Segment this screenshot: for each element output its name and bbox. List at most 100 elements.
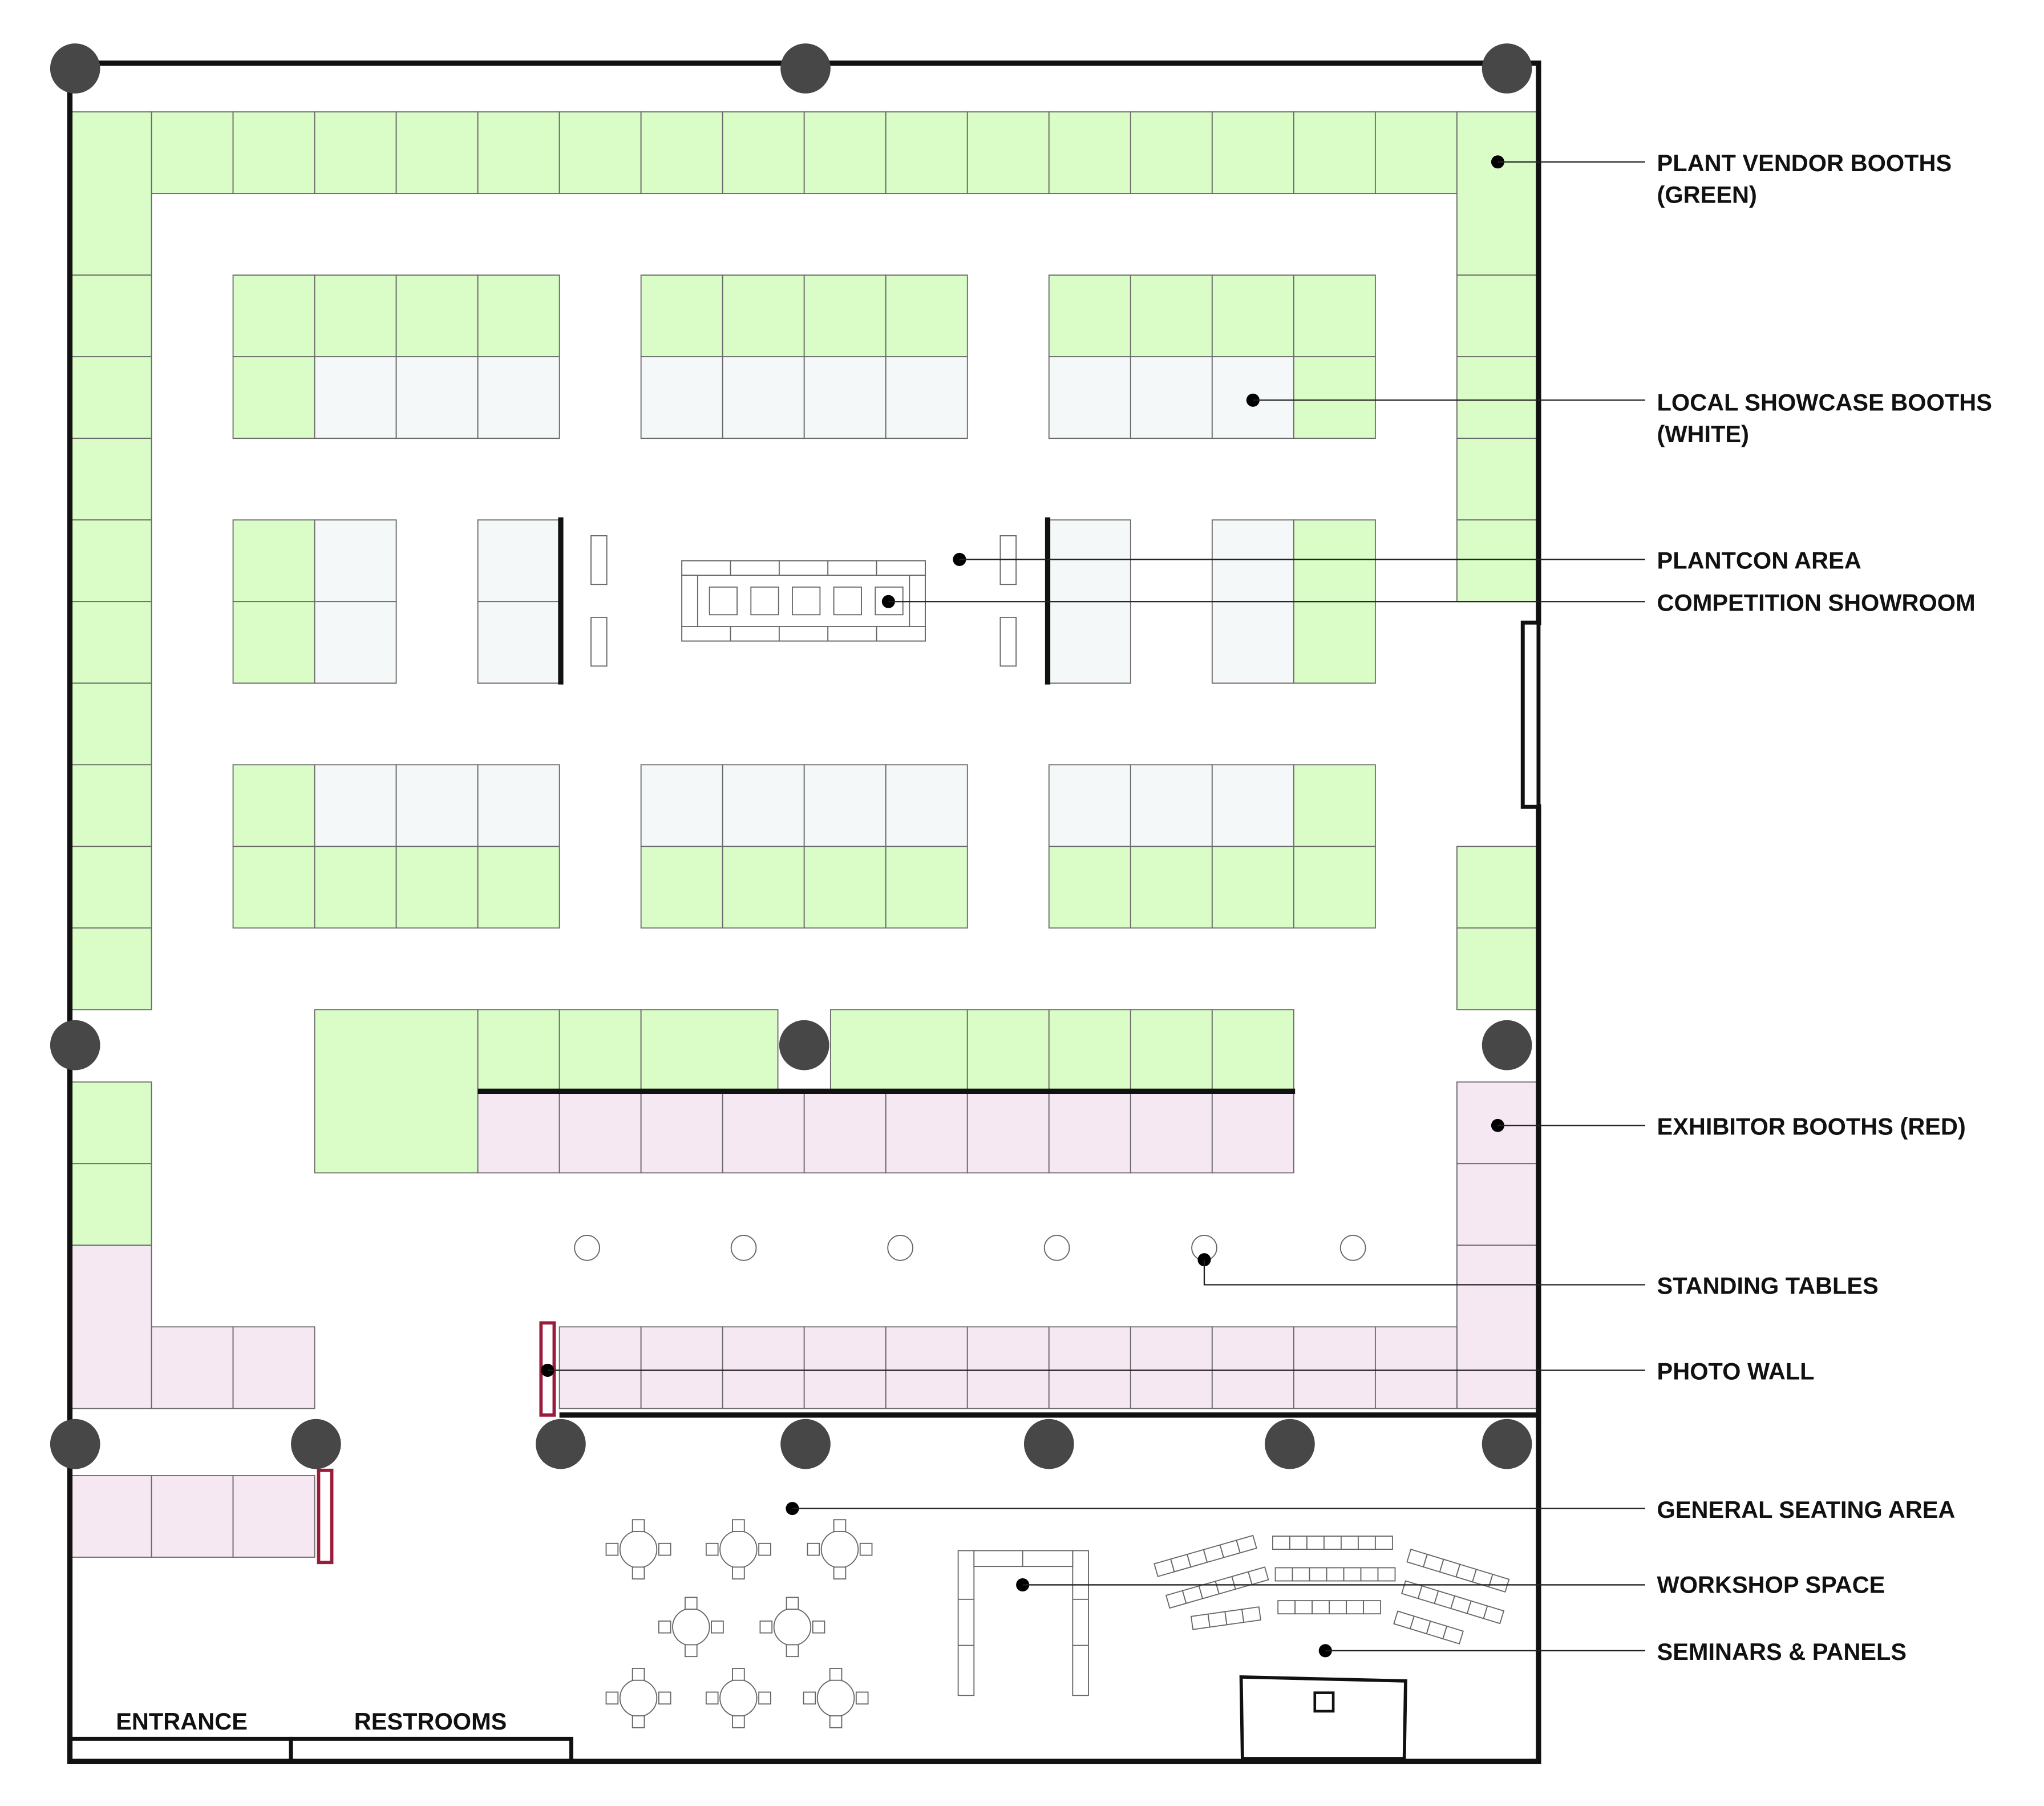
local-showcase-booth [477, 764, 560, 847]
cafe-table [672, 1608, 710, 1646]
chair [859, 1542, 873, 1556]
restrooms-label: RESTROOMS [354, 1708, 507, 1735]
plant-vendor-booth [1456, 846, 1539, 929]
seat [1360, 1567, 1379, 1582]
local-showcase-booth [314, 601, 397, 684]
plant-vendor-booth [1293, 519, 1376, 603]
exhibitor-booth [640, 1369, 723, 1409]
seat [1292, 1567, 1310, 1582]
local-showcase-booth [803, 764, 887, 847]
plant-vendor-booth [1293, 356, 1376, 439]
stage [1239, 1675, 1407, 1760]
plant-vendor-booth [232, 519, 315, 603]
leader-layer [541, 155, 1645, 1658]
local-showcase-booth [395, 356, 479, 439]
chair [658, 1542, 671, 1556]
plant-vendor-booth [1048, 274, 1131, 358]
display-case [833, 586, 862, 616]
plant-vendor-booth [477, 1009, 560, 1092]
plant-vendor-booth [1456, 111, 1539, 276]
plant-vendor-booth [558, 1009, 642, 1092]
chair [632, 1668, 645, 1681]
showroom-segment [876, 626, 926, 642]
plant-vendor-booth [69, 438, 152, 521]
showroom-segment [730, 626, 780, 642]
seat-row [1274, 1567, 1396, 1582]
legend: PLANT VENDOR BOOTHS (GREEN) LOCAL SHOWCA… [1657, 150, 1999, 1665]
chair [658, 1691, 671, 1705]
legend-competition-showroom: COMPETITION SHOWROOM [1657, 589, 1976, 616]
display-case [750, 586, 779, 616]
plant-vendor-booth [69, 356, 152, 439]
chair [732, 1668, 745, 1681]
display-stand [999, 616, 1017, 667]
plant-vendor-booth [1293, 111, 1376, 195]
column-layer [50, 43, 1532, 1469]
chair [803, 1691, 816, 1705]
structural-column [1023, 1419, 1074, 1469]
podium [1313, 1691, 1335, 1713]
local-showcase-booth [1130, 356, 1213, 439]
seat [1323, 1536, 1342, 1550]
exhibitor-booth [1293, 1326, 1376, 1371]
plant-vendor-booth [803, 111, 887, 195]
plant-vendor-booth [1211, 274, 1294, 358]
cafe-table [773, 1608, 812, 1646]
exhibitor-booth [722, 1090, 805, 1174]
local-showcase-booth [1211, 601, 1294, 684]
exhibitor-booth [1211, 1326, 1294, 1371]
plant-vendor-booth [314, 1009, 479, 1174]
plant-vendor-booth [232, 274, 315, 358]
cafe-table [719, 1679, 758, 1718]
plant-vendor-booth [69, 846, 152, 929]
exhibitor-booth [966, 1369, 1050, 1409]
structural-column [780, 43, 831, 94]
legend-plant-vendor-line1: PLANT VENDOR BOOTHS [1657, 150, 1952, 176]
exhibitor-booth [1456, 1163, 1539, 1246]
seat [1241, 1606, 1261, 1623]
exhibitor-booth [885, 1326, 968, 1371]
plant-vendor-booth [232, 764, 315, 847]
showroom-segment [778, 560, 829, 576]
legend-local-showcase: LOCAL SHOWCASE BOOTHS (WHITE) [1657, 389, 1999, 447]
plant-vendor-booth [69, 519, 152, 603]
seat [1248, 1566, 1269, 1585]
exhibitor-booth [640, 1090, 723, 1174]
exhibitor-booth [1048, 1326, 1131, 1371]
plant-vendor-booth [1293, 274, 1376, 358]
furniture-layer [574, 535, 1510, 1760]
structure-layer [67, 60, 1541, 1764]
exhibitor-booth [1374, 1369, 1458, 1409]
exhibitor-booth [558, 1369, 642, 1409]
legend-local-showcase-line2: (WHITE) [1657, 421, 1749, 447]
chair [605, 1691, 619, 1705]
legend-plantcon-area: PLANTCON AREA [1657, 547, 1861, 574]
exhibitor-booth [1130, 1090, 1213, 1174]
plant-vendor-booth [803, 274, 887, 358]
chair [812, 1620, 825, 1634]
seat [1346, 1600, 1365, 1615]
showroom-segment [681, 560, 731, 576]
plant-vendor-booth [314, 111, 397, 195]
plant-vendor-booth [1211, 111, 1294, 195]
chair [829, 1668, 843, 1681]
plant-vendor-booth [69, 682, 152, 766]
structural-column [1482, 43, 1532, 94]
seat [1294, 1600, 1313, 1615]
plant-vendor-booth [395, 274, 479, 358]
display-case [709, 586, 738, 616]
legend-plant-vendor-line2: (GREEN) [1657, 181, 1757, 208]
plant-vendor-booth [1130, 1009, 1213, 1092]
plant-vendor-booth [829, 1009, 968, 1092]
chair [786, 1644, 799, 1658]
plant-vendor-booth [885, 274, 968, 358]
standing-table [1043, 1235, 1070, 1261]
workshop-table [973, 1550, 1074, 1567]
chair [759, 1620, 773, 1634]
general-seating-leader-dot [786, 1502, 799, 1516]
plant-vendor-booth [640, 846, 723, 929]
photo-wall [317, 1468, 334, 1565]
exhibitor-booth [640, 1326, 723, 1371]
plant-vendor-booth [966, 111, 1050, 195]
seat [1190, 1613, 1211, 1630]
